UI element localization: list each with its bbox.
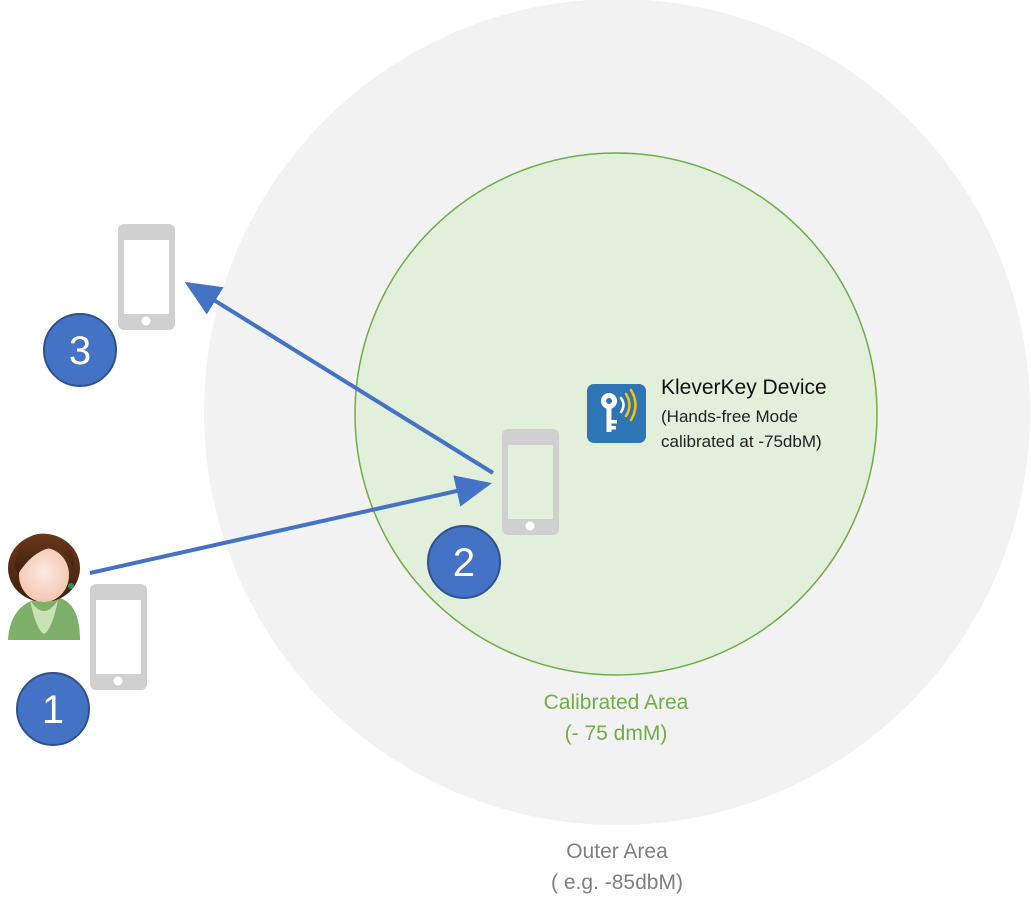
device-title: KleverKey Device: [661, 376, 827, 399]
outer-area-value: ( e.g. -85dbM): [551, 871, 683, 894]
arrow-to-outside: [184, 281, 495, 475]
step-badge-3: 3: [43, 313, 117, 387]
arrow-to-calibrated: [89, 475, 492, 575]
key-signal-icon: [587, 384, 646, 443]
user-avatar-icon: [8, 533, 80, 640]
step-number: 2: [453, 541, 475, 585]
step-badge-1: 1: [16, 672, 90, 746]
device-mode-line: (Hands-free Mode: [661, 407, 799, 426]
outer-area-label: Outer Area: [566, 840, 668, 863]
phone-icon: [90, 584, 147, 690]
step-badge-2: 2: [427, 525, 501, 599]
device-calibration-line: calibrated at -75dbM): [661, 432, 822, 451]
step-number: 1: [42, 688, 64, 732]
phone-icon: [118, 224, 175, 330]
calibrated-area-label: Calibrated Area: [543, 691, 689, 714]
step-number: 3: [69, 329, 91, 373]
calibrated-area-value: (- 75 dmM): [564, 722, 668, 745]
phone-icon: [502, 429, 559, 535]
